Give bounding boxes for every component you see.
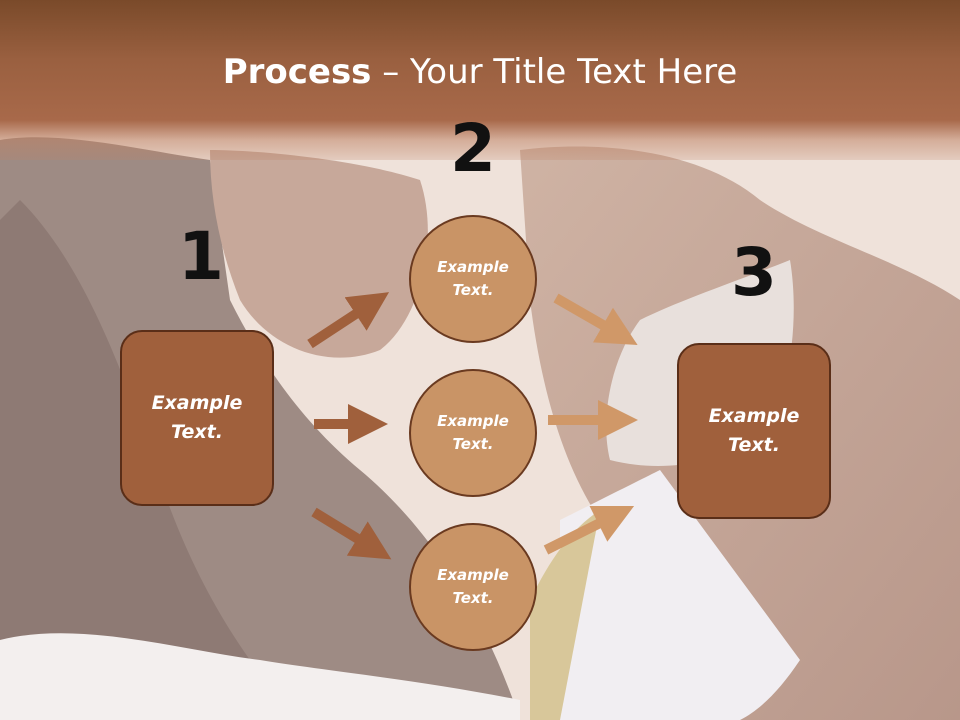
step3-box: Example Text.	[677, 343, 831, 519]
circle-bottom-text: Example Text.	[437, 566, 509, 607]
step3-box-text: Example Text.	[708, 405, 800, 456]
circle-top-text: Example Text.	[437, 258, 509, 299]
step2-circle-top: Example Text.	[409, 215, 537, 343]
title-bold-part: Process	[222, 52, 372, 92]
step-number-2: 2	[450, 110, 496, 187]
step1-box: Example Text.	[120, 330, 274, 506]
arrow-circle-top-to-box3	[553, 293, 638, 345]
arrow-box1-to-circle-bottom	[311, 507, 392, 560]
slide-title: Process – Your Title Text Here	[0, 52, 960, 92]
title-text-part: – Your Title Text Here	[371, 52, 738, 92]
circle-middle-text: Example Text.	[437, 412, 509, 453]
step-number-3: 3	[731, 234, 777, 311]
arrow-box1-to-circle-top	[307, 292, 390, 349]
step2-circle-bottom: Example Text.	[409, 523, 537, 651]
title-band	[0, 0, 960, 160]
step2-circle-middle: Example Text.	[409, 369, 537, 497]
step1-box-text: Example Text.	[151, 392, 243, 443]
arrow-circle-bottom-to-box3	[543, 505, 635, 555]
step-number-1: 1	[178, 218, 224, 295]
